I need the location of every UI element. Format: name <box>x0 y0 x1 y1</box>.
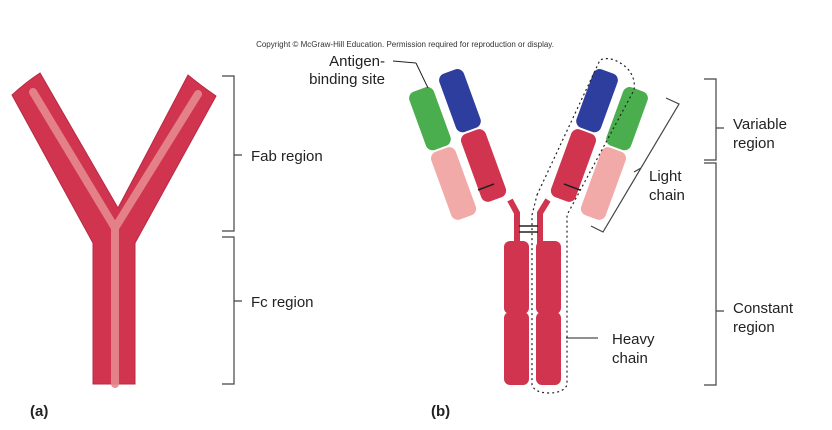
antigen-binding-site-label-2: binding site <box>309 71 385 88</box>
copyright-notice: Copyright © McGraw-Hill Education. Permi… <box>256 40 554 49</box>
fc-region-bracket <box>222 236 242 385</box>
panel-a-y-shape <box>11 72 217 388</box>
right-heavy-variable-domain <box>576 69 618 133</box>
y-shape-highlight <box>29 88 202 388</box>
panel-a-label: (a) <box>30 403 48 420</box>
right-heavy-constant-domain <box>550 129 597 202</box>
right-light-variable-domain <box>606 87 648 151</box>
fab-region-label: Fab region <box>251 148 323 165</box>
right-light-chain <box>580 87 648 220</box>
right-light-constant-domain <box>580 147 627 220</box>
heavy-chain-label-1: Heavy <box>612 331 655 348</box>
light-chain-label-2: chain <box>649 187 685 204</box>
heavy-chain-dotted-outline <box>531 58 635 394</box>
left-light-chain <box>409 87 477 220</box>
hinge-left <box>507 198 520 248</box>
variable-region-label-2: region <box>733 135 775 152</box>
left-arm-disulfide <box>477 183 495 191</box>
left-fc-domain-upper <box>504 241 529 314</box>
hinge-right <box>537 198 551 248</box>
variable-region-bracket <box>704 78 724 161</box>
light-chain-label-1: Light <box>649 168 682 185</box>
variable-region-label-1: Variable <box>733 116 787 133</box>
left-heavy-constant-domain <box>460 129 507 202</box>
fab-region-bracket <box>222 75 242 232</box>
left-light-constant-domain <box>430 147 477 220</box>
right-fc-domain-lower <box>536 312 561 385</box>
heavy-chain-label-2: chain <box>612 350 648 367</box>
left-fc-domain-lower <box>504 312 529 385</box>
left-light-variable-domain <box>409 87 451 151</box>
constant-region-bracket <box>704 162 724 386</box>
right-heavy-chain-arm <box>550 69 618 202</box>
right-fc-domain-upper <box>536 241 561 314</box>
left-heavy-variable-domain <box>439 69 481 133</box>
constant-region-label-1: Constant <box>733 300 794 317</box>
light-chain-bracket <box>590 97 680 233</box>
antigen-pointer-diagonal <box>415 62 429 89</box>
panel-b-label: (b) <box>431 403 450 420</box>
left-heavy-chain-arm <box>439 69 507 202</box>
fc-region-label: Fc region <box>251 294 314 311</box>
antigen-binding-site-label-1: Antigen- <box>329 53 385 70</box>
right-arm-disulfide <box>563 183 581 191</box>
panel-b-antibody <box>409 69 648 385</box>
antigen-pointer-line <box>392 60 417 64</box>
constant-region-label-2: region <box>733 319 775 336</box>
